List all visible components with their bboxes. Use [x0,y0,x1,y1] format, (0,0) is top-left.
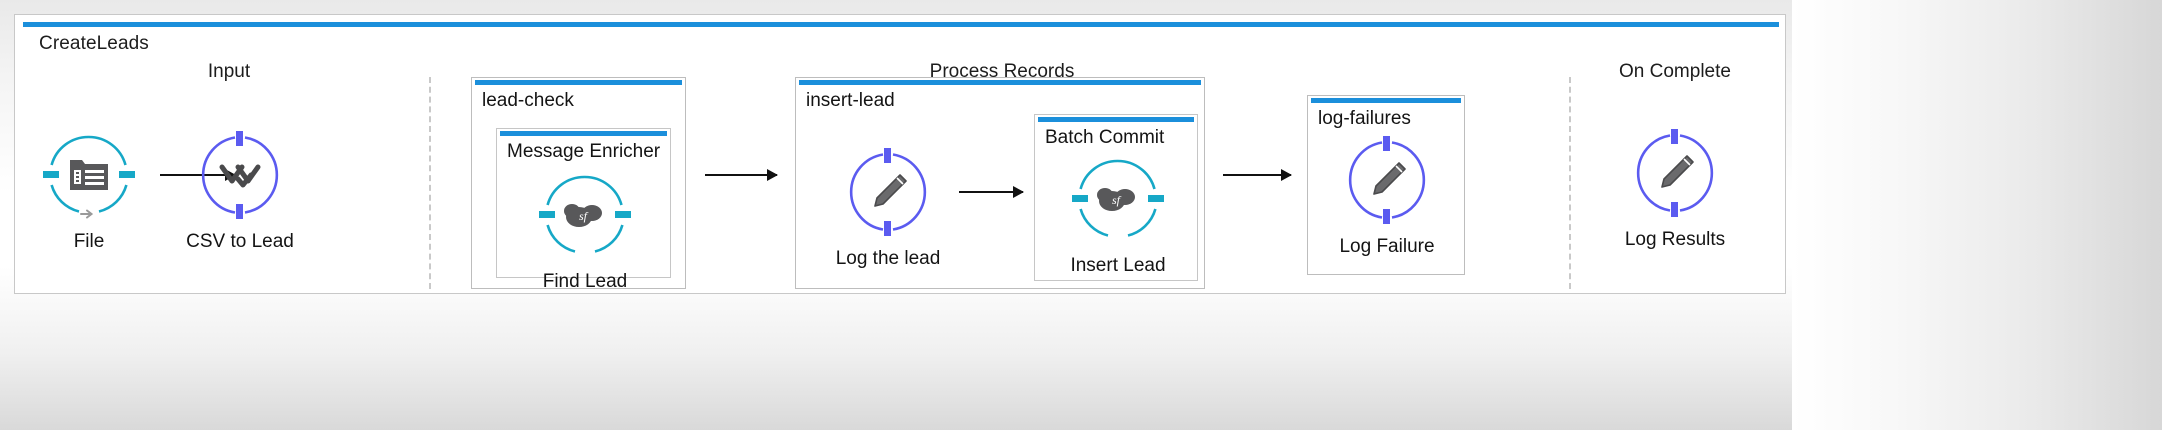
log-results-ring [1629,127,1721,219]
flow-canvas[interactable]: CreateLeads Input Process Records On Com… [14,14,1786,294]
insert-lead-ring: sf [1072,153,1164,245]
scope-insert-lead[interactable]: insert-lead [795,77,1205,289]
node-csv-to-lead[interactable]: CSV to Lead [170,129,310,253]
scope-lead-check-label: lead-check [482,90,574,111]
node-file-label: File [73,231,105,252]
scope-log-failures-label: log-failures [1318,108,1411,129]
scope-batch-commit-accent [1038,117,1194,122]
lane-divider-input-process [429,77,431,289]
scope-batch-commit-label: Batch Commit [1045,127,1165,148]
svg-text:sf: sf [1112,193,1122,207]
node-log-the-lead[interactable]: Log the lead [818,146,958,270]
node-log-the-lead-label: Log the lead [835,248,941,269]
log-the-lead-ring [842,146,934,238]
node-file[interactable]: File [19,129,159,253]
node-find-lead-label: Find Lead [542,271,628,292]
node-log-results[interactable]: Log Results [1605,127,1745,251]
lane-label-process-records: Process Records [929,61,1075,82]
svg-text:sf: sf [579,209,589,223]
scope-message-enricher[interactable]: Message Enricher [496,128,671,292]
scope-log-failures-accent [1311,98,1461,103]
scope-message-enricher-label: Message Enricher [507,141,661,162]
file-ring [43,129,135,221]
connector-leadcheck-to-insertlead [705,169,778,181]
flow-accent-bar [23,22,1779,27]
scope-insert-lead-accent [799,80,1201,85]
scope-message-enricher-accent [500,131,667,136]
node-insert-lead[interactable]: sf Insert Lead [1048,153,1188,277]
lane-divider-process-oncomplete [1569,77,1571,289]
scope-log-failures[interactable]: log-failures [1307,95,1465,275]
connector-insertlead-to-logfailures [1223,169,1292,181]
csv-to-lead-ring [194,129,286,221]
node-insert-lead-label: Insert Lead [1070,255,1166,276]
scope-lead-check[interactable]: lead-check Message Enricher [471,77,686,292]
lane-label-input: Input [207,61,251,82]
connector-logthelead-to-batchcommit [959,186,1024,198]
node-find-lead[interactable]: sf Find Lead [515,169,655,293]
scope-batch-commit[interactable]: Batch Commit [1034,114,1198,281]
node-log-failure-label: Log Failure [1339,236,1435,257]
editor-background-right [1792,0,2162,430]
find-lead-ring: sf [539,169,631,261]
lane-label-on-complete: On Complete [1619,61,1731,82]
node-log-results-label: Log Results [1624,229,1726,250]
log-failure-ring [1341,134,1433,226]
node-log-failure[interactable]: Log Failure [1317,134,1457,258]
node-csv-to-lead-label: CSV to Lead [186,231,294,252]
scope-lead-check-accent [475,80,682,85]
flow-title: CreateLeads [39,33,149,54]
scope-insert-lead-label: insert-lead [806,90,895,111]
